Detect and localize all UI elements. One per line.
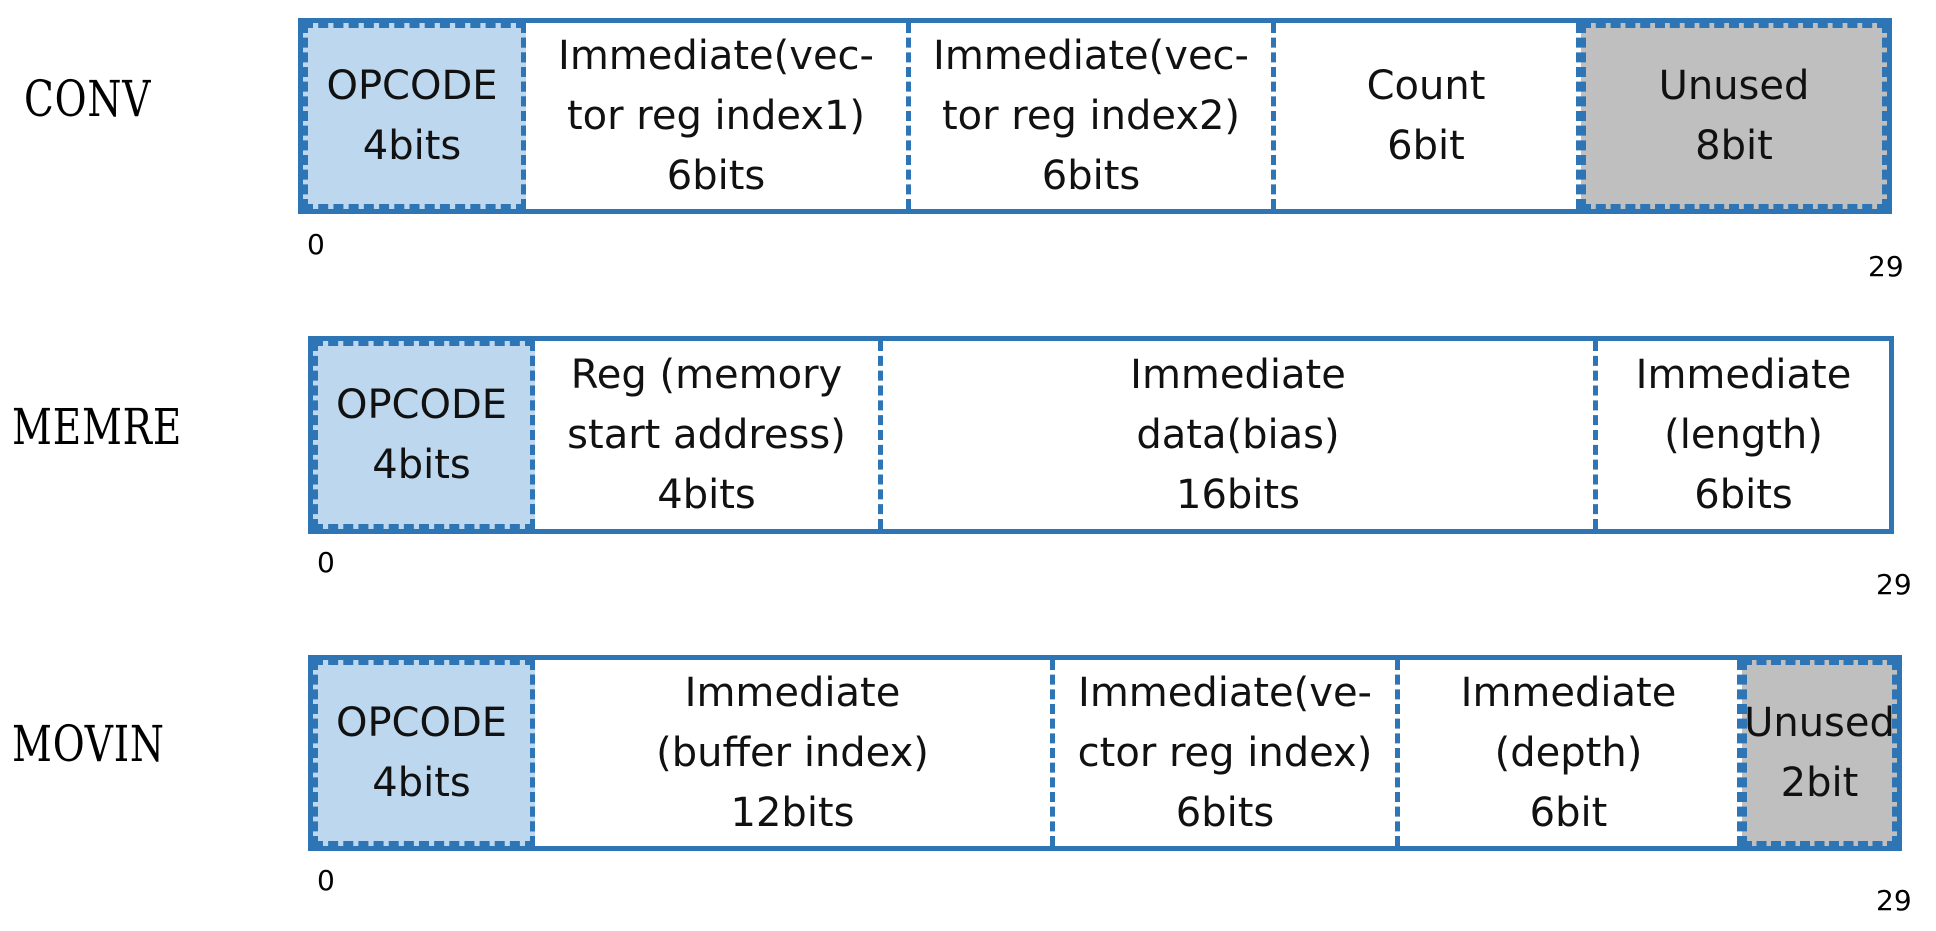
field-line: 8bit (1695, 123, 1773, 169)
field-line: 6bits (1694, 472, 1793, 518)
row-label-conv: CONV (24, 70, 152, 128)
field-opcode: OPCODE 4bits (313, 341, 535, 529)
field-opcode: OPCODE 4bits (303, 23, 526, 209)
field-line: 4bits (372, 760, 471, 806)
end-bit-label: 29 (1868, 250, 1904, 283)
field-line: (depth) (1494, 730, 1643, 776)
row-label-memre: MEMRE (12, 398, 183, 456)
field-line: 12bits (730, 790, 855, 836)
field-line: 16bits (1176, 472, 1300, 518)
field-line: Immediate (684, 670, 901, 716)
field-line: Unused (1658, 63, 1810, 109)
field-immediate-vector-reg-index: Immediate(ve- ctor reg index) 6bits (1055, 660, 1400, 846)
field-line: OPCODE (326, 63, 498, 109)
field-line: Immediate(vec- (558, 33, 874, 79)
field-line: Immediate(ve- (1078, 670, 1372, 716)
field-count: Count 6bit (1276, 23, 1581, 209)
end-bit-label: 29 (1876, 568, 1912, 601)
field-line: 6bit (1529, 790, 1608, 836)
instruction-format-conv: OPCODE 4bits Immediate(vec- tor reg inde… (298, 18, 1892, 214)
field-opcode: OPCODE 4bits (313, 660, 535, 846)
field-reg-memory-start-address: Reg (memory start address) 4bits (535, 341, 883, 529)
field-line: Reg (memory (570, 352, 843, 398)
field-line: Immediate(vec- (933, 33, 1249, 79)
field-line: OPCODE (335, 382, 508, 428)
field-unused: Unused 2bit (1742, 660, 1897, 846)
field-line: tor reg index2) (941, 93, 1241, 139)
start-bit-label: 0 (307, 228, 325, 261)
instruction-format-memre: OPCODE 4bits Reg (memory start address) … (308, 336, 1894, 534)
start-bit-label: 0 (317, 864, 335, 897)
field-line: 4bits (362, 123, 462, 169)
field-line: ctor reg index) (1077, 730, 1373, 776)
field-line: start address) (567, 412, 846, 458)
field-immediate-vector-reg-index1: Immediate(vec- tor reg index1) 6bits (526, 23, 911, 209)
end-bit-label: 29 (1876, 884, 1912, 917)
field-immediate-data-bias: Immediate data(bias) 16bits (883, 341, 1598, 529)
field-line: Unused (1744, 700, 1895, 746)
field-unused: Unused 8bit (1581, 23, 1887, 209)
field-immediate-depth: Immediate (depth) 6bit (1400, 660, 1742, 846)
field-line: (length) (1664, 412, 1823, 458)
field-immediate-length: Immediate (length) 6bits (1598, 341, 1889, 529)
instruction-format-movin: OPCODE 4bits Immediate (buffer index) 12… (308, 655, 1902, 851)
start-bit-label: 0 (317, 546, 335, 579)
field-immediate-vector-reg-index2: Immediate(vec- tor reg index2) 6bits (911, 23, 1276, 209)
field-line: Immediate (1635, 352, 1852, 398)
field-line: data(bias) (1136, 412, 1340, 458)
field-line: Immediate (1130, 352, 1346, 398)
row-label-movin: MOVIN (12, 715, 165, 773)
field-line: 6bits (1041, 153, 1141, 199)
field-line: Count (1366, 63, 1486, 109)
field-line: OPCODE (335, 700, 508, 746)
field-line: (buffer index) (656, 730, 929, 776)
field-line: 6bit (1387, 123, 1465, 169)
field-line: 4bits (372, 442, 471, 488)
field-line: 6bits (666, 153, 766, 199)
field-immediate-buffer-index: Immediate (buffer index) 12bits (535, 660, 1055, 846)
field-line: tor reg index1) (566, 93, 866, 139)
field-line: 2bit (1780, 760, 1859, 806)
field-line: 4bits (657, 472, 756, 518)
field-line: 6bits (1175, 790, 1275, 836)
field-line: Immediate (1460, 670, 1677, 716)
